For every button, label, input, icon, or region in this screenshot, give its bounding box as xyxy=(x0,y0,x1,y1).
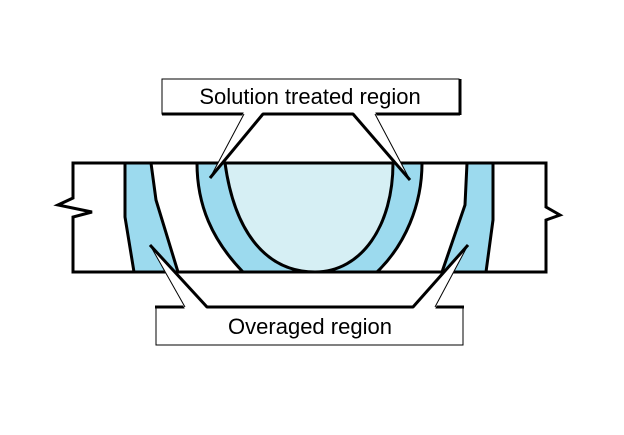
solution-treated-label: Solution treated region xyxy=(199,84,420,109)
overaged-callout: Overaged region xyxy=(148,243,470,346)
solution-treated-callout: Solution treated region xyxy=(161,78,462,181)
overaged-label: Overaged region xyxy=(228,314,392,339)
